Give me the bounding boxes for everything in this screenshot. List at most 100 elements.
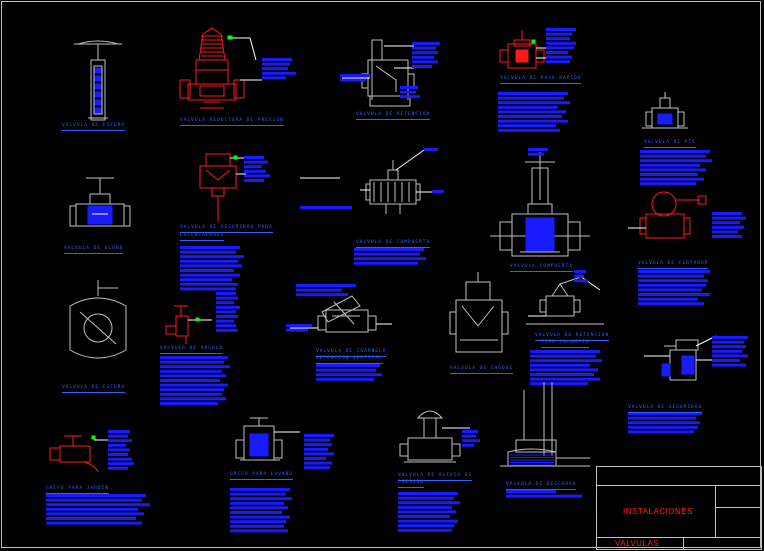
caption-flotador: VALVULA DE FLOTADOR	[638, 261, 709, 266]
valve-seguridad	[644, 335, 717, 381]
caption-grifo-lavabo: GRIFO PARA LAVABO	[230, 472, 294, 477]
caption-charnela-2: RETENCION VERTICAL	[316, 356, 383, 361]
notes-alivio-b	[398, 492, 460, 532]
notes-reductora	[262, 58, 296, 80]
caption-underline	[638, 268, 709, 269]
notes-charnela-b	[286, 324, 312, 332]
caption-underline	[541, 347, 590, 348]
caption-underline	[180, 232, 273, 233]
notes-flotador-b	[638, 270, 710, 306]
caption-choque: VALVULA DE CHOQUE	[450, 366, 514, 371]
title-block: INSTALACIONES VALVULAS	[596, 466, 762, 550]
valve-choque	[449, 272, 509, 353]
notes-paso-rapido	[546, 28, 576, 64]
valve-seguridad-calentadores	[199, 153, 246, 222]
caption-charnela: VALVULA DE CHARNELA	[316, 349, 387, 354]
notes-seguridad-b	[628, 412, 702, 434]
notes-angulo-a	[216, 292, 240, 332]
notes-columpio-a	[574, 270, 588, 283]
notes-columpio-b	[530, 350, 602, 386]
notes-compuerta-a	[424, 148, 438, 151]
caption-underline	[535, 340, 609, 341]
caption-underline	[160, 353, 223, 354]
valve-descarga	[500, 382, 590, 467]
notes-grifo-jardin-b	[46, 494, 150, 525]
caption-underline	[644, 147, 696, 148]
caption-valvula-descarga: VALVULA DE DESCARGA	[506, 482, 577, 487]
caption-retencion-columpio-2: TIPO COLUMPIO	[541, 340, 590, 345]
caption-underline	[46, 493, 109, 494]
valve-flotador	[628, 191, 707, 239]
notes-grifo-lavabo-b	[230, 488, 292, 533]
caption-reductora-presion: VALVULA REDUCTORA DE PRESION	[180, 118, 284, 123]
valve-pie	[642, 92, 688, 129]
notes-descarga	[506, 490, 582, 498]
notes-retencion-b	[400, 86, 420, 99]
notes-flotador-a	[712, 212, 746, 238]
valve-esfera-1	[74, 40, 122, 121]
caption-retencion-1: VALVULA DE RETENCION	[356, 112, 431, 117]
caption-grifo-jardin: GRIFO PARA JARDIN	[46, 486, 110, 491]
notes-compuerta-b	[432, 190, 444, 193]
caption-valvula-seguridad: VALVULA DE SEGURIDAD	[628, 405, 703, 410]
caption-valvula-angulo: VALVULA DE ANGULO	[160, 346, 224, 351]
caption-compuerta-1: VALVULA DE COMPUERTA	[356, 240, 431, 245]
caption-valvula-pie: VALVULA DE PIE	[644, 140, 696, 145]
caption-alivio-presion: VALVULA DE ALIVIO DE	[398, 473, 473, 478]
caption-underline	[356, 119, 430, 120]
project-title: INSTALACIONES	[623, 507, 693, 516]
caption-underline	[356, 247, 430, 248]
caption-underline	[398, 480, 472, 481]
valve-grifo-jardin	[49, 435, 108, 473]
caption-underline	[316, 356, 387, 357]
notes-grifo-jardin-a	[108, 430, 134, 470]
caption-retencion-columpio: VALVULA DE RETENCION	[535, 333, 610, 338]
caption-underline	[64, 253, 124, 254]
caption-compuerta-2: VALVULA COMPUERTA	[510, 264, 574, 269]
notes-retencion-a	[412, 42, 440, 68]
valve-compuerta-grande	[490, 152, 590, 257]
notes-paso-rapido-b	[498, 92, 570, 132]
notes-compuerta-c	[300, 206, 352, 209]
caption-paso-rapido: VALVULA DE PASO RAPIDO	[500, 76, 582, 81]
caption-underline	[500, 83, 582, 84]
notes-seguridad-calentadores	[244, 156, 270, 182]
caption-underline	[506, 489, 577, 490]
caption-underline	[316, 363, 383, 364]
caption-alivio-presion-2: PRESION	[398, 480, 424, 485]
valve-paso-rapido	[499, 30, 550, 69]
caption-underline	[62, 130, 125, 131]
caption-underline	[180, 240, 225, 241]
caption-valvula-globo: VALVULA DE GLOBO	[64, 246, 124, 251]
notes-charnela-a	[296, 284, 356, 297]
valve-alivio-presion	[399, 410, 470, 463]
caption-seguridad-calentadores-2: CALENTADORES	[180, 233, 225, 238]
notes-charnela-c	[316, 364, 382, 381]
caption-underline	[398, 487, 424, 488]
notes-seguridad-calentadores-b	[180, 246, 244, 291]
notes-alivio-a	[462, 430, 480, 447]
caption-underline	[62, 392, 125, 393]
valve-compuerta	[300, 149, 436, 214]
valve-globo	[69, 177, 131, 227]
caption-valvula-esfera-1: VALVULA DE ESFERA	[62, 123, 126, 128]
valve-angulo	[165, 305, 212, 344]
drawing-title: VALVULAS	[615, 539, 660, 548]
notes-grifo-lavabo-a	[304, 434, 334, 470]
notes-seguridad-a	[712, 336, 748, 367]
caption-underline	[180, 125, 284, 126]
caption-underline	[230, 479, 293, 480]
valve-esfera-2	[69, 280, 127, 359]
notes-retencion-c	[340, 74, 370, 82]
caption-seguridad-calentadores: VALVULA DE SEGURIDAD PARA	[180, 225, 273, 230]
valve-grifo-lavabo	[235, 417, 300, 461]
caption-underline	[450, 373, 513, 374]
caption-underline	[628, 412, 702, 413]
caption-underline	[510, 271, 573, 272]
valve-retencion-columpio	[526, 275, 604, 325]
valve-reductora	[179, 27, 262, 109]
valve-charnela	[290, 295, 392, 333]
